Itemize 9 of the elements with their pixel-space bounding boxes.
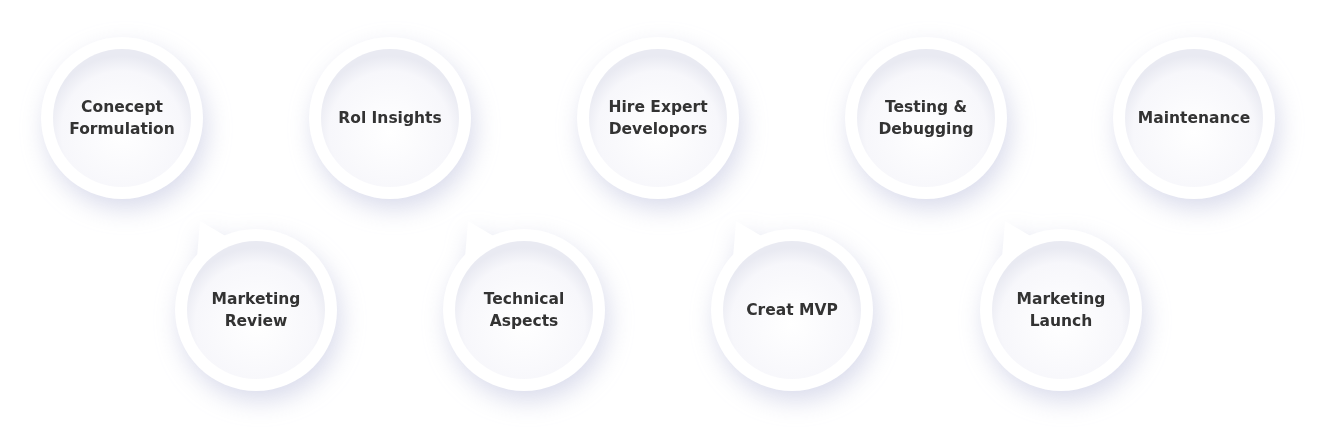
step-label: Marketing Review	[210, 289, 302, 332]
step-label: Creat MVP	[745, 300, 839, 321]
step-label: Rol Insights	[337, 108, 443, 129]
step-label: Hire Expert Developors	[607, 97, 709, 140]
step-label: Technical Aspects	[482, 289, 566, 332]
step-label: Maintenance	[1136, 108, 1252, 129]
step-label: Conecept Formulation	[68, 97, 176, 140]
step-label: Marketing Launch	[1015, 289, 1107, 332]
step-label: Testing & Debugging	[877, 97, 975, 140]
